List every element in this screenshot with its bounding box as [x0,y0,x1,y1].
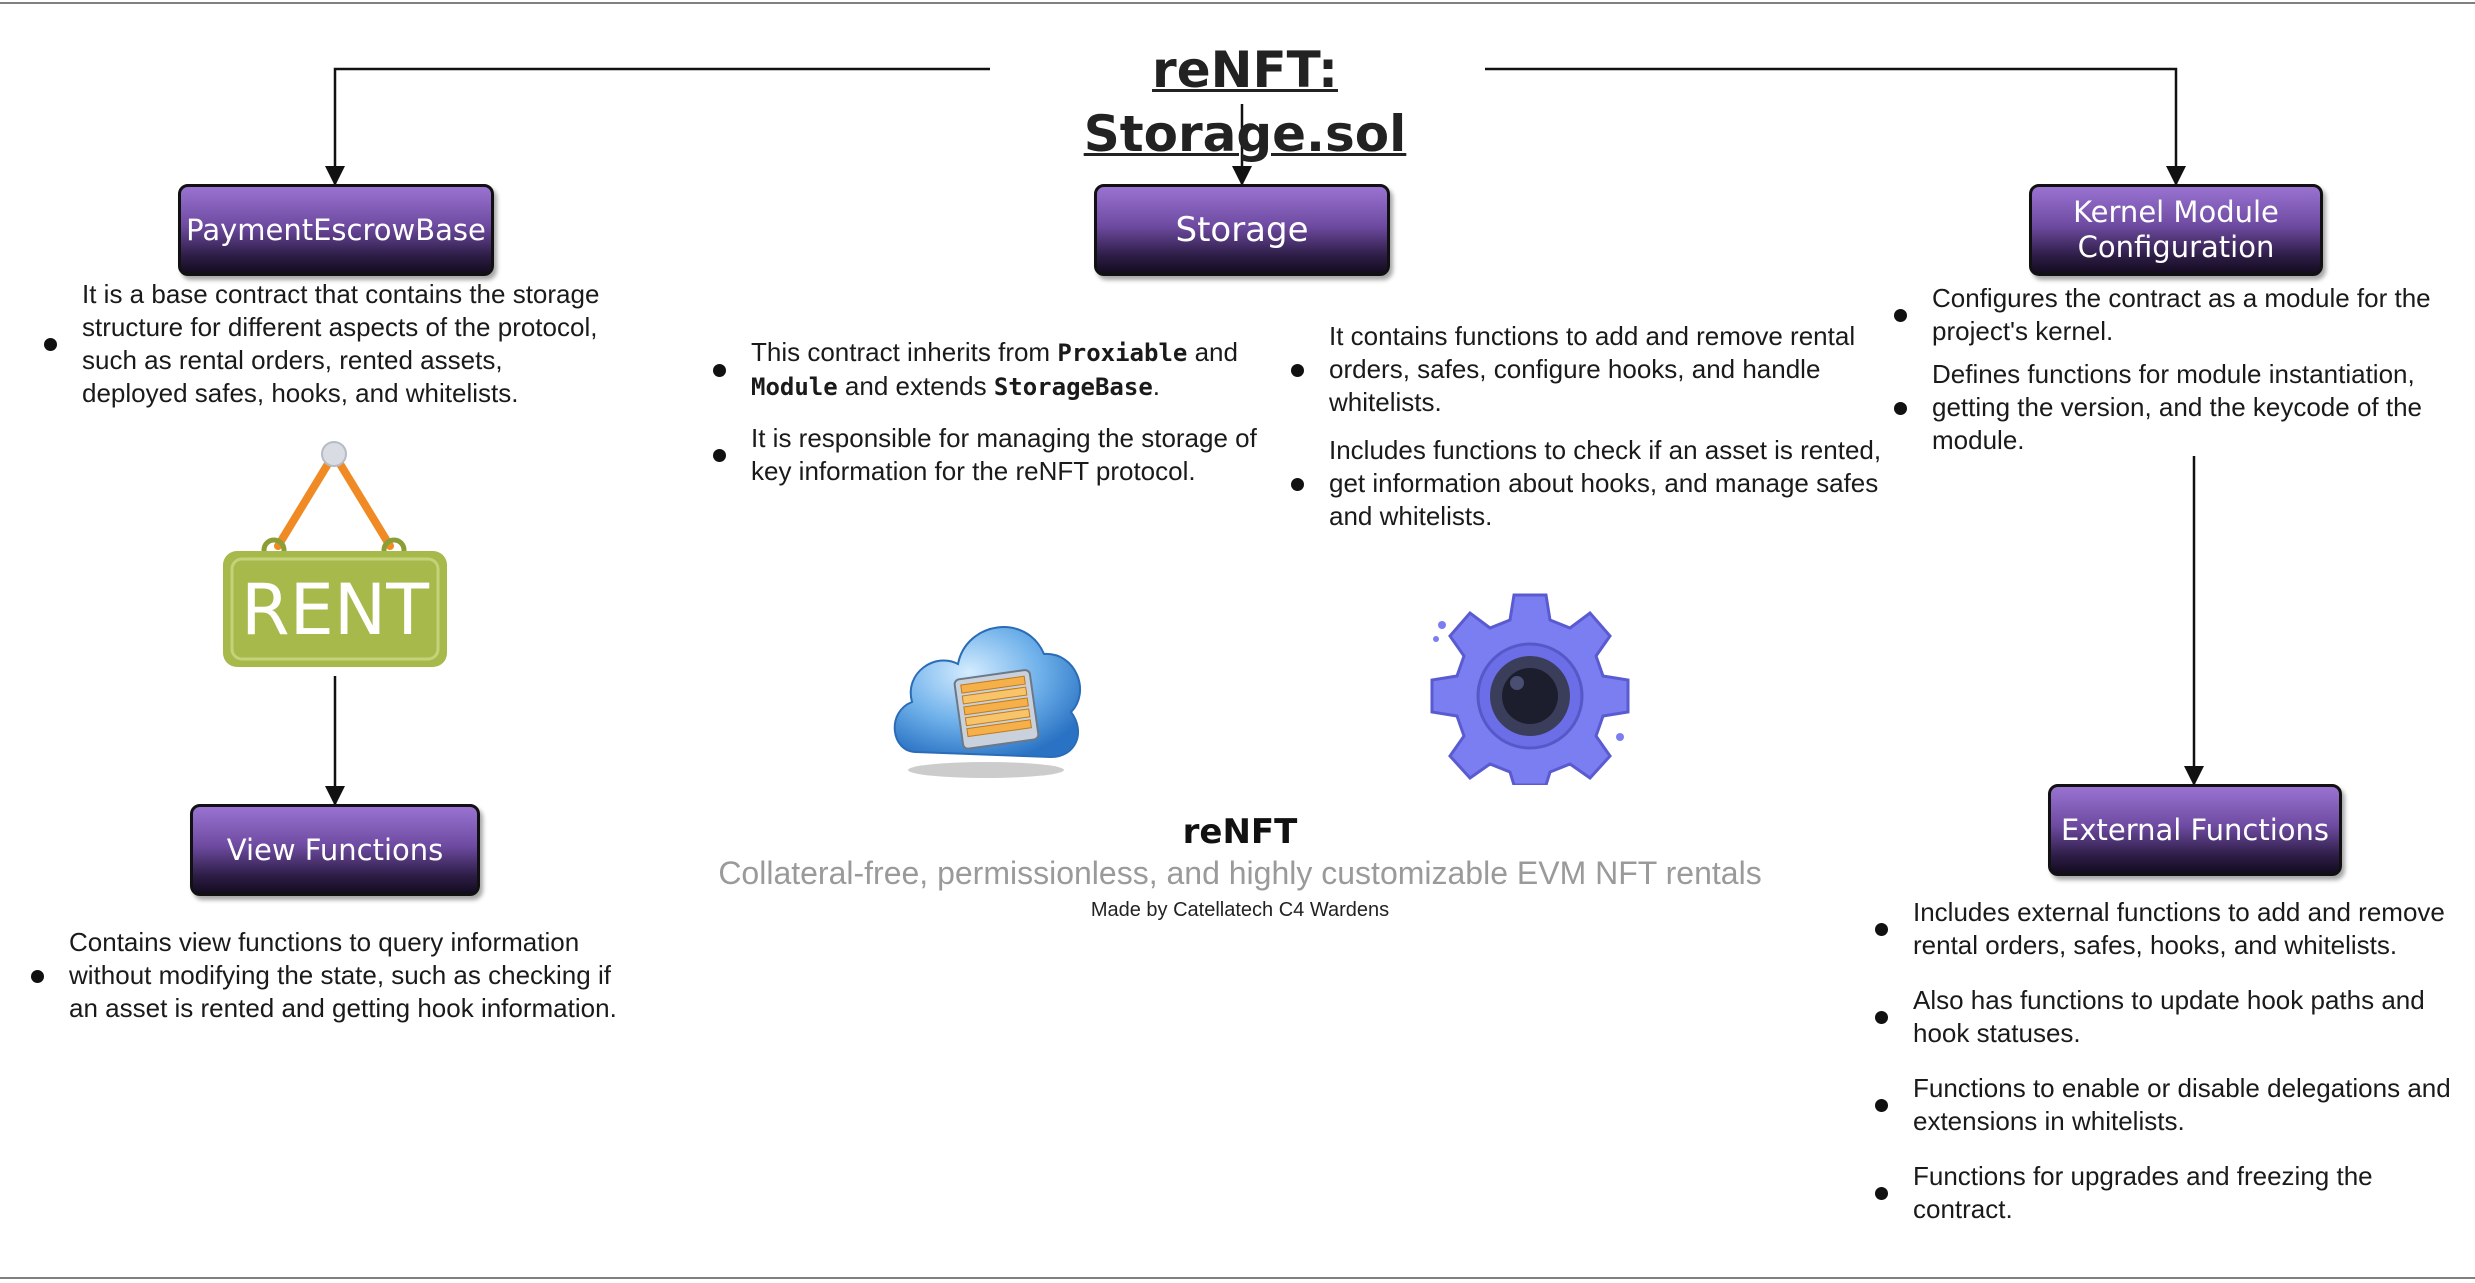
footer-project-name: reNFT [1182,812,1298,852]
view-functions-label: View Functions [226,832,444,867]
bullet-text: . [1152,371,1161,401]
bullet-text: It is responsible for managing the stora… [751,423,1257,486]
external-functions-bullet: Also has functions to update hook paths … [1869,984,2454,1050]
bottom-divider [0,1277,2475,1279]
diagram-title: reNFT: Storage.sol [1083,41,1407,163]
bullet-text: and [1187,337,1238,367]
storage-left-bullet: It is responsible for managing the stora… [707,422,1287,488]
code-identifier: Module [751,373,838,401]
footer-credit: Made by Catellatech C4 Wardens [1090,899,1390,921]
kernel-module-bullets: Configures the contract as a module for … [1888,282,2468,457]
kernel-module-bullet: Defines functions for module instantiati… [1888,358,2468,457]
kernel-module-label-line2: Configuration [2077,230,2275,264]
connector-title-to-payment-escrow [325,67,990,186]
external-functions-label: External Functions [2061,812,2329,847]
footer-tagline: Collateral-free, permissionless, and hig… [718,855,1762,891]
storage-bullets-right: It contains functions to add and remove … [1285,320,1890,533]
bullet-text: This contract inherits from [751,337,1058,367]
bullet-text: and extends [837,371,994,401]
connector-title-to-kernel-module [1485,67,2186,186]
external-functions-bullets: Includes external functions to add and r… [1869,896,2454,1226]
view-functions-bullet: Contains view functions to query informa… [25,926,625,1025]
external-functions-bullet: Includes external functions to add and r… [1869,896,2454,962]
kernel-module-configuration-node: Kernel Module Configuration [2029,184,2323,276]
code-identifier: StorageBase [993,373,1153,401]
kernel-module-label-line1: Kernel Module [2073,195,2279,230]
code-identifier: Proxiable [1057,339,1188,367]
external-functions-node: External Functions [2048,784,2342,876]
storage-node: Storage [1094,184,1390,276]
cloud-storage-icon [893,626,1081,778]
external-functions-bullet: Functions for upgrades and freezing the … [1869,1160,2454,1226]
payment-escrow-base-node: PaymentEscrowBase [178,184,494,276]
storage-left-bullet: This contract inherits from Proxiable an… [707,336,1287,404]
payment-escrow-base-bullets: It is a base contract that contains the … [38,278,604,410]
view-functions-node: View Functions [190,804,480,896]
storage-bullets-left: This contract inherits from Proxiable an… [707,336,1287,488]
rent-sign-text: RENT [241,569,429,651]
payment-escrow-base-bullet: It is a base contract that contains the … [38,278,604,410]
payment-escrow-base-label: PaymentEscrowBase [186,212,486,247]
storage-right-bullet: It contains functions to add and remove … [1285,320,1890,419]
rent-sign-icon: RENT [223,441,447,667]
external-functions-bullet: Functions to enable or disable delegatio… [1869,1072,2454,1138]
gear-icon [1430,593,1630,785]
top-divider [0,2,2475,4]
storage-right-bullet: Includes functions to check if an asset … [1285,434,1890,533]
storage-label: Storage [1175,209,1309,250]
kernel-module-bullet: Configures the contract as a module for … [1888,282,2468,348]
view-functions-bullets: Contains view functions to query informa… [25,926,625,1025]
